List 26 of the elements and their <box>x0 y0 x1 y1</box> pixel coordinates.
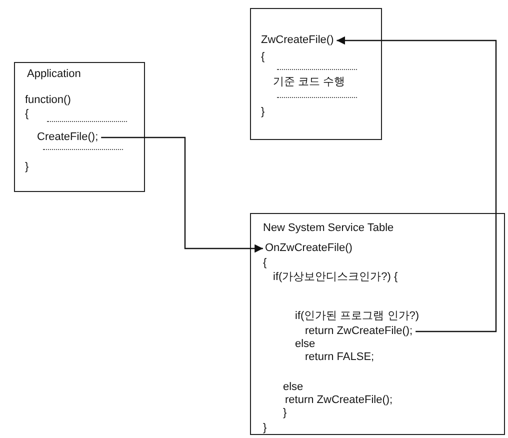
code-text: } <box>25 161 29 174</box>
code-text: if(가상보안디스크인가?) { <box>273 271 398 284</box>
code-text: { <box>25 108 29 121</box>
code-box <box>14 62 145 192</box>
code-text: else <box>283 381 304 394</box>
code-line: ZwCreateFile() <box>261 34 334 47</box>
code-text: } <box>263 422 267 435</box>
code-text: else <box>295 338 316 351</box>
code-text: { <box>261 51 265 64</box>
code-line: OnZwCreateFile() <box>265 242 352 255</box>
code-box <box>250 213 505 435</box>
code-text: return FALSE; <box>305 351 374 364</box>
code-line: CreateFile(); <box>37 131 98 144</box>
code-text: 기준 코드 수행 <box>273 76 346 89</box>
code-text: { <box>263 257 267 270</box>
arrow <box>336 36 497 332</box>
code-line: return ZwCreateFile(); <box>305 325 413 338</box>
code-box <box>250 8 382 140</box>
code-text: return ZwCreateFile(); <box>285 394 393 407</box>
box-title: New System Service Table <box>263 222 394 235</box>
code-text: } <box>261 106 265 119</box>
code-text: function() <box>25 94 71 107</box>
code-text: } <box>283 407 287 420</box>
arrow <box>101 136 263 253</box>
box-title: Application <box>27 68 81 81</box>
code-text: if(인가된 프로그램 인가?) <box>295 310 420 323</box>
